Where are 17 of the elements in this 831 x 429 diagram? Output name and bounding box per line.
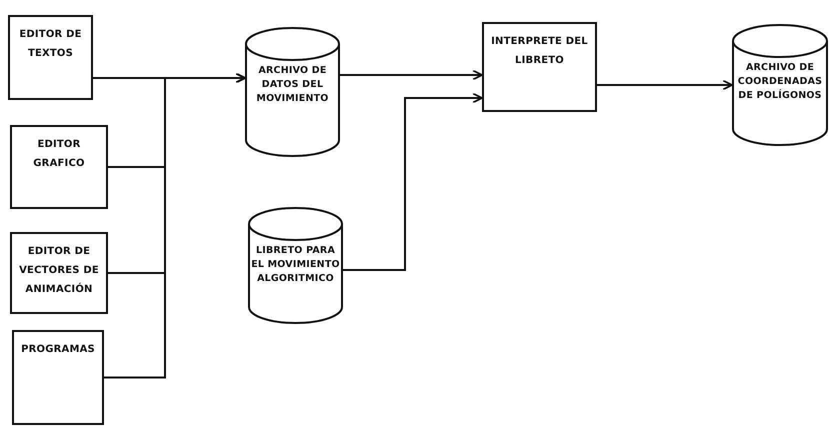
storage-label: LIBRETO PARA EL MOVIMIENTO ALGORITMICO [251,244,340,286]
process-box [10,232,108,314]
storage-label: ARCHIVO DE DATOS DEL MOVIMIENTO [255,64,330,106]
arrow [340,70,483,80]
arrow [343,92,483,271]
process-label: EDITOR DE VECTORES DE ANIMACIÓN [18,245,100,297]
process-box [482,22,597,112]
process-box [12,330,104,425]
process-label: EDITOR GRAFICO [32,138,86,171]
process-box [10,125,108,209]
arrow [597,80,733,90]
arrow [104,72,246,378]
process-label: INTERPRETE DEL LIBRETO [490,35,589,68]
storage-label: ARCHIVO DE COORDENADAS DE POLÍGONOS [736,61,824,102]
process-label: PROGRAMAS [21,343,95,357]
process-box [8,15,93,100]
process-label: EDITOR DE TEXTOS [18,28,83,61]
